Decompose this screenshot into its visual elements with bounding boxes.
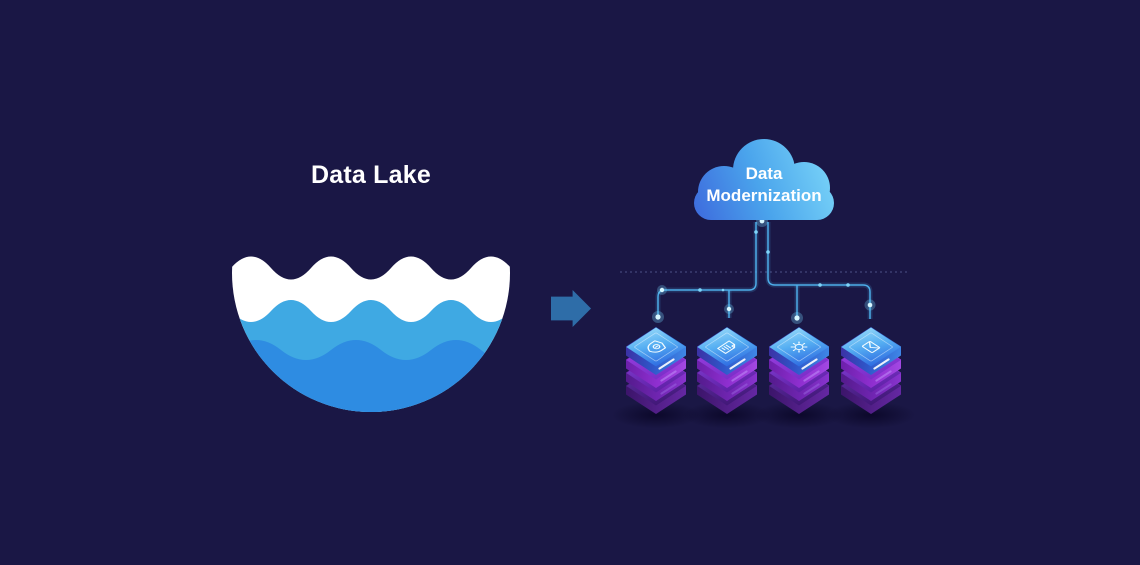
server-top-plate — [769, 327, 829, 375]
cloud-icon — [694, 139, 834, 220]
circuit-traces — [620, 218, 908, 324]
document-server — [681, 327, 773, 429]
cloud-label-line2: Modernization — [706, 186, 822, 205]
data-lake-title: Data Lake — [311, 161, 431, 189]
cloud-label-line1: Data — [745, 164, 783, 183]
circuit-nodes — [652, 218, 876, 324]
envelope-icon — [861, 340, 881, 353]
trace-to-server-1 — [657, 222, 757, 318]
document-icon — [717, 340, 736, 354]
shield-lock-icon — [647, 339, 667, 353]
security-server — [610, 327, 702, 429]
settings-server — [753, 327, 845, 429]
mail-server — [825, 327, 917, 429]
arrow-right-icon — [551, 290, 591, 327]
lake-wave-deep — [232, 340, 510, 412]
data-lake-bowl-icon — [232, 256, 510, 412]
server-top-plate — [697, 327, 757, 375]
server-top-plate — [841, 327, 901, 375]
trace-to-server-4 — [767, 222, 871, 319]
cloud-label: Data Modernization — [688, 163, 840, 207]
server-top-plate — [626, 327, 686, 375]
gear-icon — [790, 340, 808, 353]
